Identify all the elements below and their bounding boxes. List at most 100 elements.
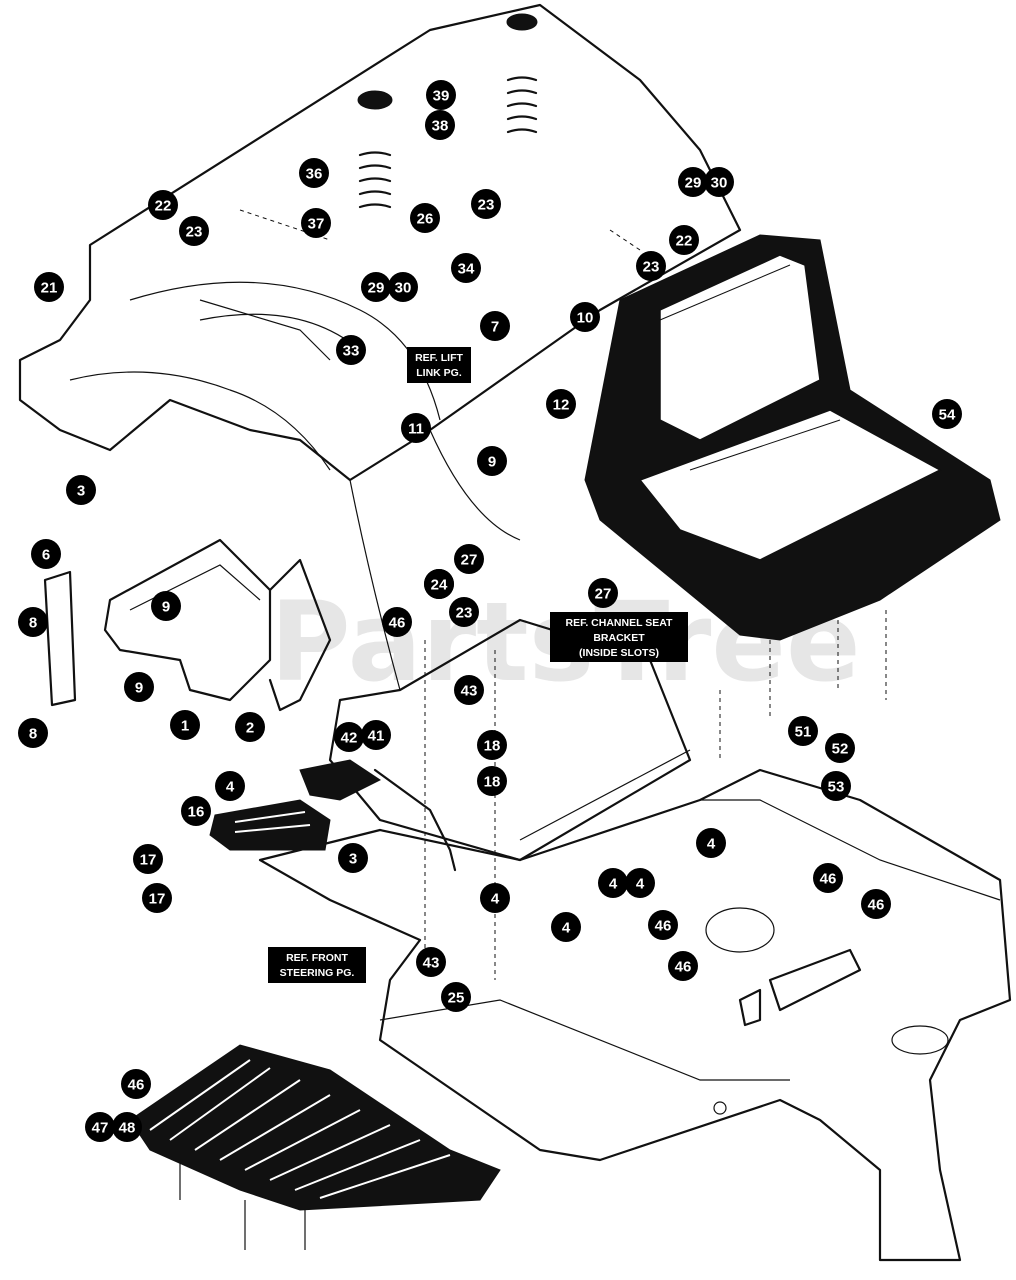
callout-3: 3 [66,475,96,505]
callout-37: 37 [301,208,331,238]
callout-number: 9 [162,599,170,616]
callout-number: 17 [140,852,157,869]
callout-bubble [18,607,48,637]
callout-number: 41 [368,728,385,745]
callout-number: 33 [343,343,360,360]
callout-number: 9 [488,454,496,471]
callout-bubble [334,722,364,752]
callout-number: 23 [643,259,660,276]
callout-22: 22 [148,190,178,220]
callout-bubble [336,335,366,365]
callout-23: 23 [636,251,666,281]
callout-number: 43 [423,955,440,972]
callout-number: 27 [595,586,612,603]
callout-number: 3 [77,483,85,500]
callout-46: 46 [648,910,678,940]
callout-number: 54 [939,407,956,424]
callout-bubble [170,710,200,740]
callout-46: 46 [861,889,891,919]
callout-bubble [588,578,618,608]
callout-10: 10 [570,302,600,332]
callout-bubble [338,843,368,873]
callout-9: 9 [477,446,507,476]
callout-bubble [598,868,628,898]
callout-bubble [112,1112,142,1142]
callout-29: 29 [678,167,708,197]
callout-number: 30 [711,175,728,192]
callout-46: 46 [121,1069,151,1099]
callout-43: 43 [454,675,484,705]
seat [584,234,1001,641]
callout-number: 46 [675,959,692,976]
callout-number: 46 [389,615,406,632]
linkage-rod [373,768,457,872]
callout-41: 41 [361,720,391,750]
pedal-pad [209,759,381,851]
callout-bubble [151,591,181,621]
callout-number: 7 [491,319,499,336]
callout-number: 3 [349,851,357,868]
callout-3: 3 [338,843,368,873]
callout-30: 30 [704,167,734,197]
callout-36: 36 [299,158,329,188]
callout-42: 42 [334,722,364,752]
frame-chassis [258,768,1012,1262]
callout-bubble [668,951,698,981]
callout-number: 37 [308,216,325,233]
callout-bubble [551,912,581,942]
callout-23: 23 [449,597,479,627]
callout-number: 29 [368,280,385,297]
callout-bubble [18,718,48,748]
callout-6: 6 [31,539,61,569]
callout-number: 8 [29,615,37,632]
callout-number: 17 [149,891,166,908]
callout-bubble [66,475,96,505]
reflector-bracket [43,570,77,707]
callout-bubble [425,110,455,140]
callout-17: 17 [142,883,172,913]
callout-bubble [388,272,418,302]
ref-lift-link: REF. LIFT LINK PG. [407,347,471,383]
callout-number: 30 [395,280,412,297]
callout-bubble [235,712,265,742]
callout-number: 8 [29,726,37,743]
ref-line: REF. FRONT [286,952,348,964]
callout-23: 23 [471,189,501,219]
callout-bubble [477,730,507,760]
callout-46: 46 [668,951,698,981]
callout-12: 12 [546,389,576,419]
callout-bubble [454,544,484,574]
callout-number: 51 [795,724,812,741]
callout-bubble [361,720,391,750]
callout-bubble [788,716,818,746]
callout-bubble [416,947,446,977]
callout-7: 7 [480,311,510,341]
callout-bubble [932,399,962,429]
callout-bubble [142,883,172,913]
callout-bubble [401,413,431,443]
callout-bubble [426,80,456,110]
callout-25: 25 [441,982,471,1012]
callout-21: 21 [34,272,64,302]
callout-bubble [451,253,481,283]
callout-number: 24 [431,577,448,594]
callout-8: 8 [18,718,48,748]
callout-number: 22 [155,198,172,215]
callout-number: 36 [306,166,323,183]
callout-bubble [454,675,484,705]
callout-number: 46 [128,1077,145,1094]
callout-bubble [410,203,440,233]
callout-number: 18 [484,738,501,755]
callout-bubble [825,733,855,763]
ref-front-steering: REF. FRONT STEERING PG. [268,947,366,983]
callout-bubble [471,189,501,219]
callout-bubble [821,771,851,801]
callout-number: 1 [181,718,189,735]
ref-line: REF. CHANNEL SEAT [566,617,674,629]
callout-27: 27 [454,544,484,574]
callout-number: 4 [226,779,235,796]
callout-4: 4 [551,912,581,942]
callout-number: 38 [432,118,449,135]
callout-26: 26 [410,203,440,233]
callout-number: 6 [42,547,50,564]
